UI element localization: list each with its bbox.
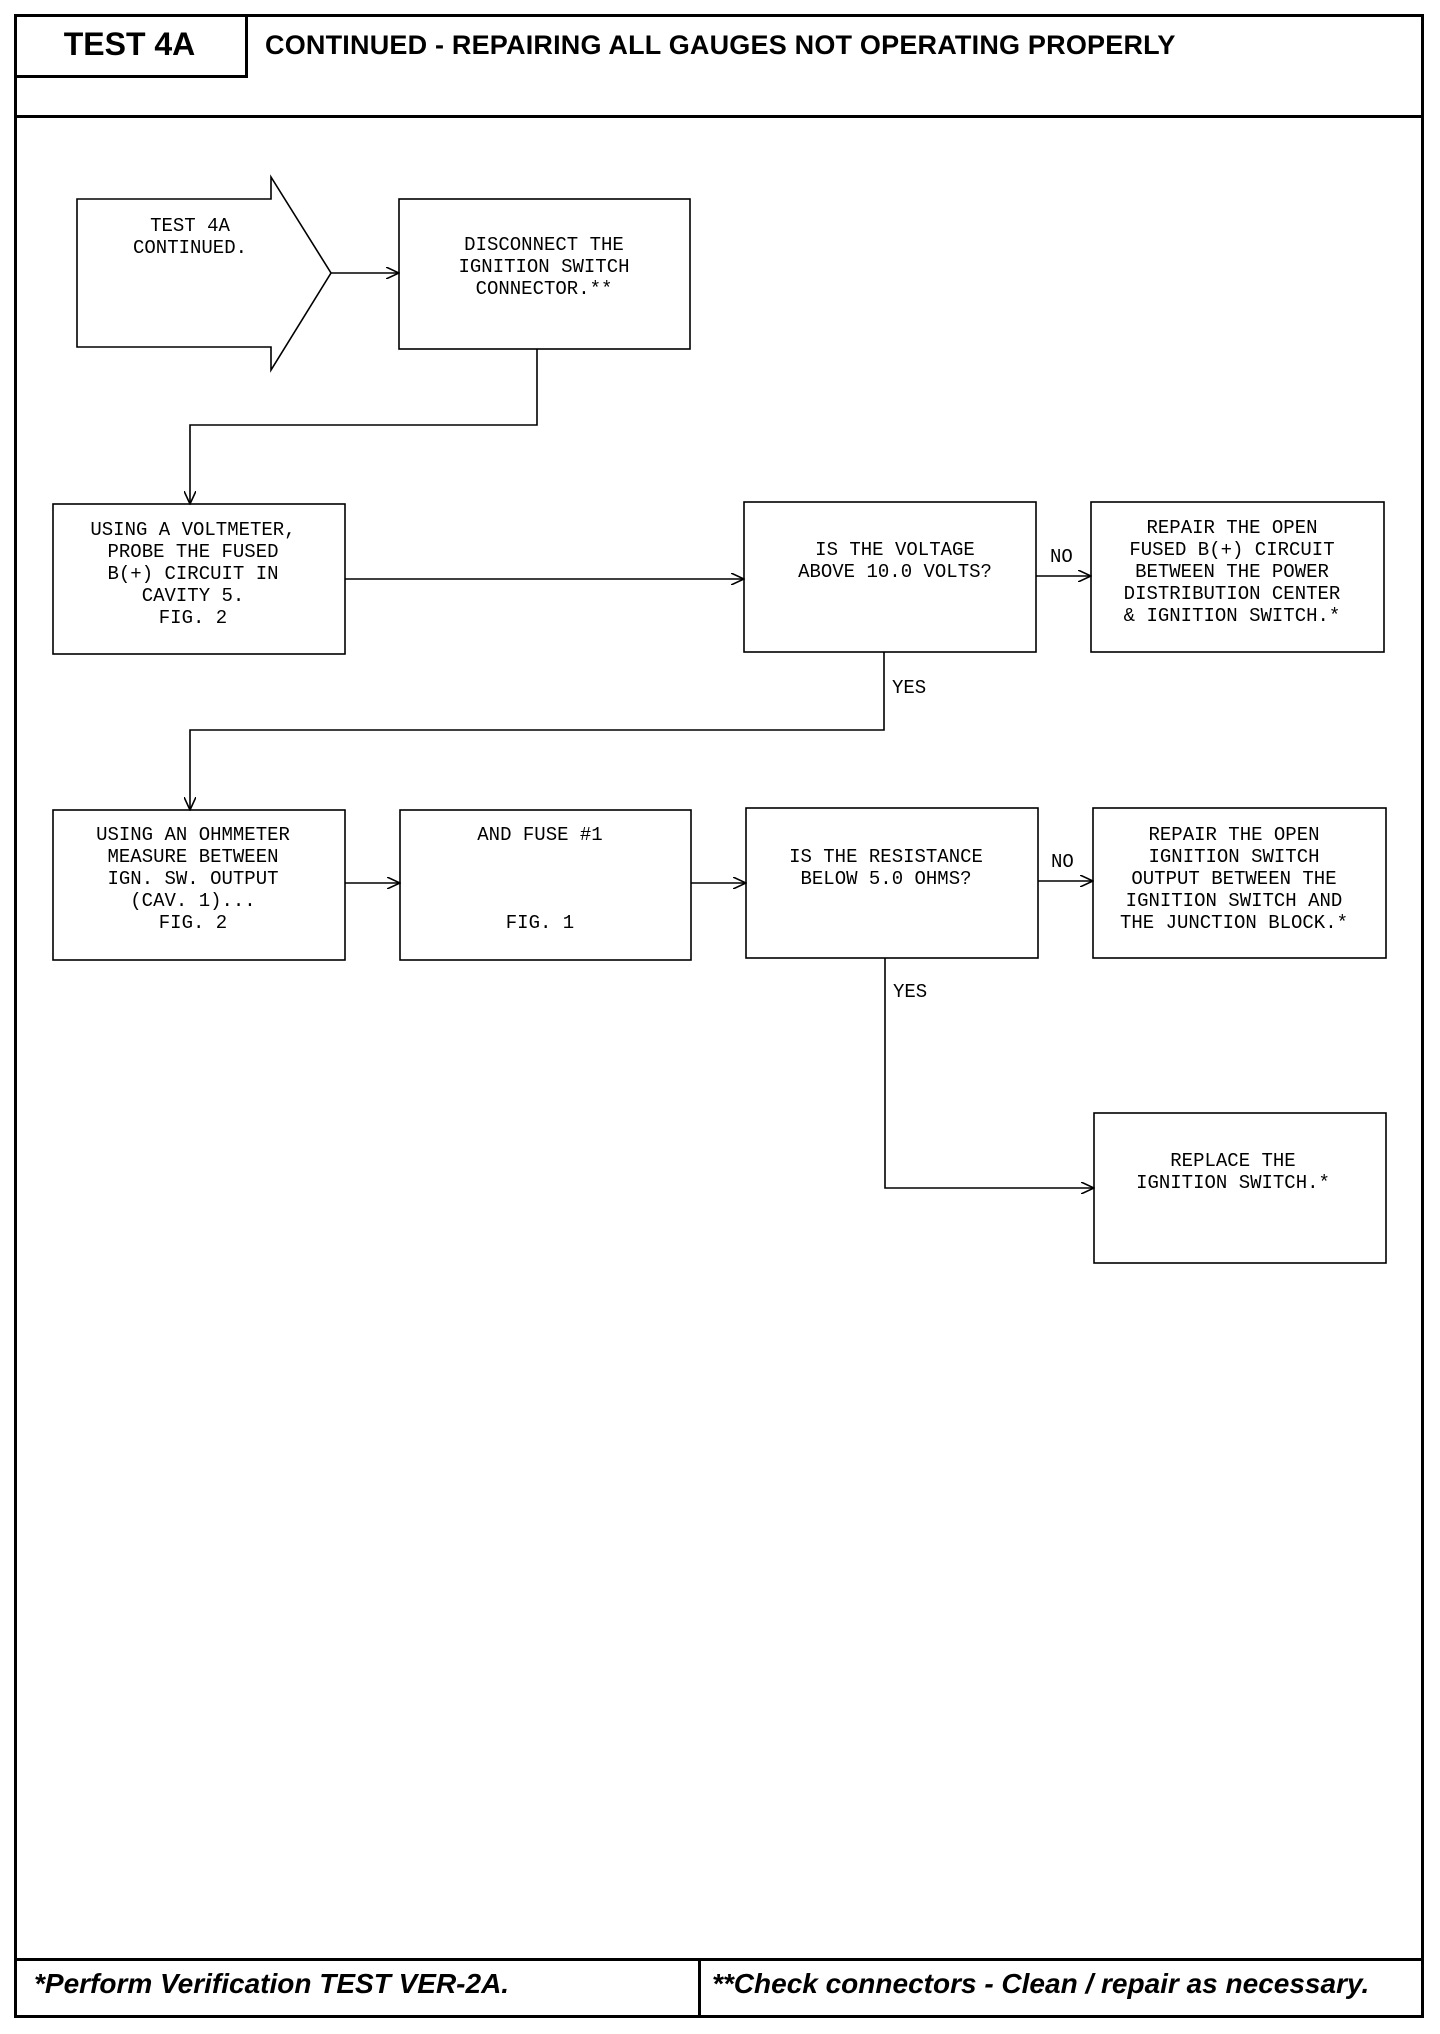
- box-text-line: CONNECTOR.**: [476, 278, 613, 300]
- footer-divider: [698, 1958, 701, 2018]
- box-text-line: USING AN OHMMETER: [96, 824, 290, 846]
- footer-verification-note: *Perform Verification TEST VER-2A.: [34, 1968, 510, 1999]
- box-text-line: OUTPUT BETWEEN THE: [1131, 868, 1336, 890]
- box-text-line: PROBE THE FUSED: [107, 541, 278, 563]
- box-text-line: & IGNITION SWITCH.*: [1124, 605, 1341, 627]
- connector-voltage-yes: [190, 652, 885, 810]
- box-text-line: FIG. 2: [159, 607, 227, 629]
- voltmeter-probe-box: [52, 503, 346, 655]
- box-text-line: IGN. SW. OUTPUT: [107, 868, 278, 890]
- box-text-line: IGNITION SWITCH AND: [1126, 890, 1343, 912]
- ohmmeter-measure-box: [52, 809, 346, 961]
- box-text-line: FIG. 1: [506, 912, 574, 934]
- voltage-question-box: [743, 501, 1037, 653]
- replace-switch-box: [1093, 1112, 1387, 1264]
- box-text-line: CONTINUED.: [133, 237, 247, 259]
- box-text-line: MEASURE BETWEEN: [107, 846, 278, 868]
- footer-connector-note: **Check connectors - Clean / repair as n…: [712, 1968, 1370, 1999]
- box-text-line: IGNITION SWITCH.*: [1136, 1172, 1330, 1194]
- repair-fused-circuit-box: [1090, 501, 1385, 653]
- box-text-line: REPLACE THE: [1170, 1150, 1295, 1172]
- repair-output-box: [1092, 807, 1387, 959]
- box-text-line: FIG. 2: [159, 912, 227, 934]
- box-text-line: FUSED B(+) CIRCUIT: [1129, 539, 1334, 561]
- no-label-voltage: NO: [1050, 546, 1073, 568]
- box-text-line: IGNITION SWITCH: [458, 256, 629, 278]
- box-text-line: B(+) CIRCUIT IN: [107, 563, 278, 585]
- yes-label-resistance: YES: [893, 981, 927, 1003]
- page-frame: [14, 14, 1424, 2018]
- box-text-line: REPAIR THE OPEN: [1146, 517, 1317, 539]
- connector-disconnect-to-voltmeter: [190, 349, 538, 504]
- box-text-line: DISCONNECT THE: [464, 234, 624, 256]
- page-title: CONTINUED - REPAIRING ALL GAUGES NOT OPE…: [265, 30, 1176, 60]
- header-bar: [14, 14, 1424, 118]
- box-text-line: AND FUSE #1: [477, 824, 602, 846]
- connector-resistance-yes: [884, 958, 1094, 1188]
- box-text-line: IGNITION SWITCH: [1148, 846, 1319, 868]
- start-arrow-shape: [76, 174, 332, 373]
- box-text-line: DISTRIBUTION CENTER: [1124, 583, 1341, 605]
- fuse-text: AND FUSE #1 FIG. 1: [477, 824, 602, 934]
- box-text-line: IS THE RESISTANCE: [789, 846, 983, 868]
- yes-label-voltage: YES: [892, 677, 926, 699]
- box-text-line: ABOVE 10.0 VOLTS?: [798, 561, 992, 583]
- disconnect-connector-box: [398, 198, 691, 350]
- box-text-line: REPAIR THE OPEN: [1148, 824, 1319, 846]
- box-text-line: USING A VOLTMETER,: [90, 519, 295, 541]
- box-text-line: BETWEEN THE POWER: [1135, 561, 1329, 583]
- test-id-tab: TEST 4A: [14, 14, 248, 78]
- box-text-line: TEST 4A: [150, 215, 230, 237]
- box-text-line: IS THE VOLTAGE: [815, 539, 975, 561]
- box-text-line: BELOW 5.0 OHMS?: [800, 868, 971, 890]
- resistance-question-box: [745, 807, 1039, 959]
- no-label-resistance: NO: [1051, 851, 1074, 873]
- fuse-box: [399, 809, 692, 961]
- box-text-line: CAVITY 5.: [142, 585, 245, 607]
- footer-bar: [14, 1958, 1424, 2018]
- box-text-line: (CAV. 1)...: [130, 890, 255, 912]
- box-text-line: THE JUNCTION BLOCK.*: [1120, 912, 1348, 934]
